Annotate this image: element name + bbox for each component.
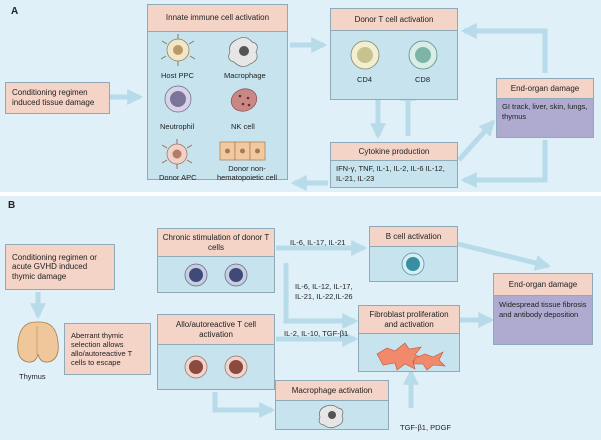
allo-cells-svg	[184, 355, 248, 379]
label-nk-cell: NK cell	[231, 122, 255, 131]
end-organ-title-a: End-organ damage	[497, 79, 593, 99]
bcell-title: B cell activation	[370, 227, 457, 247]
neutrophil-icon	[164, 85, 192, 113]
donor-apc-icon	[161, 139, 193, 169]
allo-body	[158, 345, 274, 389]
end-organ-body-b: Widespread tissue fibrosis and antibody …	[494, 296, 592, 344]
thymus-label: Thymus	[19, 372, 46, 381]
aberrant-text: Aberrant thymic selection allows allo/au…	[71, 331, 133, 367]
donor-nonhemato-icon	[219, 141, 266, 161]
cd4-icon	[350, 40, 380, 70]
chronic-box: Chronic stimulation of donor T cells	[157, 228, 275, 293]
end-organ-body-a: GI track, liver, skin, lungs, thymus	[497, 99, 593, 137]
label-to-fibro-allo: IL-2, IL-10, TGF-β1	[284, 329, 349, 338]
autoreactive-t-cell-icon	[224, 355, 248, 379]
thymus-icon	[17, 321, 59, 363]
label-host-ppc: Host PPC	[161, 71, 194, 80]
conditioning-box-a: Conditioning regimen induced tissue dama…	[5, 82, 110, 114]
end-organ-text-b: Widespread tissue fibrosis and antibody …	[499, 300, 587, 320]
conditioning-text-b: Conditioning regimen or acute GVHD induc…	[12, 252, 97, 281]
arrow-chronic-to-fibro	[283, 263, 359, 330]
aberrant-box: Aberrant thymic selection allows allo/au…	[64, 323, 151, 375]
bcell-svg	[401, 252, 425, 276]
fibroblast-svg	[376, 342, 446, 371]
arrow-end-organ-to-donor-t	[460, 22, 548, 73]
conditioning-text-a: Conditioning regimen induced tissue dama…	[12, 88, 95, 107]
end-organ-box-a: End-organ damage GI track, liver, skin, …	[496, 78, 594, 138]
fibro-box: Fibroblast proliferation and activation	[358, 305, 460, 372]
donor-t-cells-svg	[350, 40, 438, 70]
innate-title: Innate immune cell activation	[148, 5, 287, 32]
label-to-fibro-macro: TGF-β1, PDGF	[400, 423, 451, 432]
allo-title: Allo/autoreactive T cell activation	[158, 315, 274, 345]
arrow-cytokine-to-end-organ	[457, 119, 496, 162]
macrophage-b-svg	[318, 404, 344, 429]
end-organ-text-a: GI track, liver, skin, lungs, thymus	[502, 102, 588, 122]
macrophage-icon	[318, 404, 344, 429]
innate-box: Innate immune cell activation	[147, 4, 288, 182]
allo-box: Allo/autoreactive T cell activation	[157, 314, 275, 390]
panel-a-letter: A	[11, 6, 19, 17]
end-organ-box-b: End-organ damage Widespread tissue fibro…	[493, 273, 593, 345]
end-organ-title-b: End-organ damage	[494, 274, 592, 296]
chronic-title: Chronic stimulation of donor T cells	[158, 229, 274, 257]
b-cell-icon	[401, 252, 425, 276]
arrow-end-organ-to-cytokine	[460, 140, 548, 189]
label-neutrophil: Neutrophil	[160, 122, 195, 131]
donor-t-box: Donor T cell activation CD4 CD8	[330, 8, 458, 100]
label-macrophage: Macrophage	[224, 71, 266, 80]
bcell-body	[370, 247, 457, 281]
arrow-allo-to-macro	[212, 392, 276, 419]
macrophage-body	[276, 401, 388, 429]
host-ppc-icon	[160, 34, 196, 66]
label-cd8: CD8	[415, 75, 431, 84]
fibro-body	[359, 334, 459, 371]
macrophage-icon	[228, 37, 258, 67]
chronic-body	[158, 257, 274, 292]
macrophage-box: Macrophage activation	[275, 380, 389, 430]
chronic-cells-svg	[184, 263, 248, 287]
macrophage-title: Macrophage activation	[276, 381, 388, 401]
autoreactive-t-cell-icon	[184, 355, 208, 379]
donor-t-body: CD4 CD8	[331, 31, 457, 99]
label-donor-nonhemato: Donor non-hematopoietic cell	[216, 164, 278, 182]
cytokine-title: Cytokine production	[331, 143, 457, 161]
t-cell-icon	[184, 263, 208, 287]
nk-cell-icon	[230, 88, 258, 112]
label-donor-apc: Donor APC	[159, 173, 197, 182]
t-cell-icon	[224, 263, 248, 287]
label-to-fibro-chronic: IL-6, IL-12, IL-17, IL-21, IL-22,IL-26	[295, 282, 353, 302]
conditioning-box-b: Conditioning regimen or acute GVHD induc…	[5, 244, 115, 290]
innate-body: Host PPC Macrophage Neutrophil NK cell D…	[148, 32, 287, 182]
cd8-icon	[408, 40, 438, 70]
donor-t-title: Donor T cell activation	[331, 9, 457, 31]
label-cd4: CD4	[357, 75, 373, 84]
fibro-title: Fibroblast proliferation and activation	[359, 306, 459, 334]
arrow-bcell-to-end-organ	[457, 241, 552, 271]
fibroblast-icon	[376, 342, 446, 371]
bcell-box: B cell activation	[369, 226, 458, 282]
panel-b-letter: B	[8, 200, 16, 211]
label-to-bcell: IL-6, IL-17, IL-21	[290, 238, 346, 247]
innate-cells-svg	[160, 34, 266, 169]
cytokine-text: IFN-γ, TNF, IL-1, IL-2, IL-6 IL-12, IL-2…	[336, 164, 445, 184]
cytokine-body: IFN-γ, TNF, IL-1, IL-2, IL-6 IL-12, IL-2…	[331, 161, 457, 187]
cytokine-box: Cytokine production IFN-γ, TNF, IL-1, IL…	[330, 142, 458, 188]
